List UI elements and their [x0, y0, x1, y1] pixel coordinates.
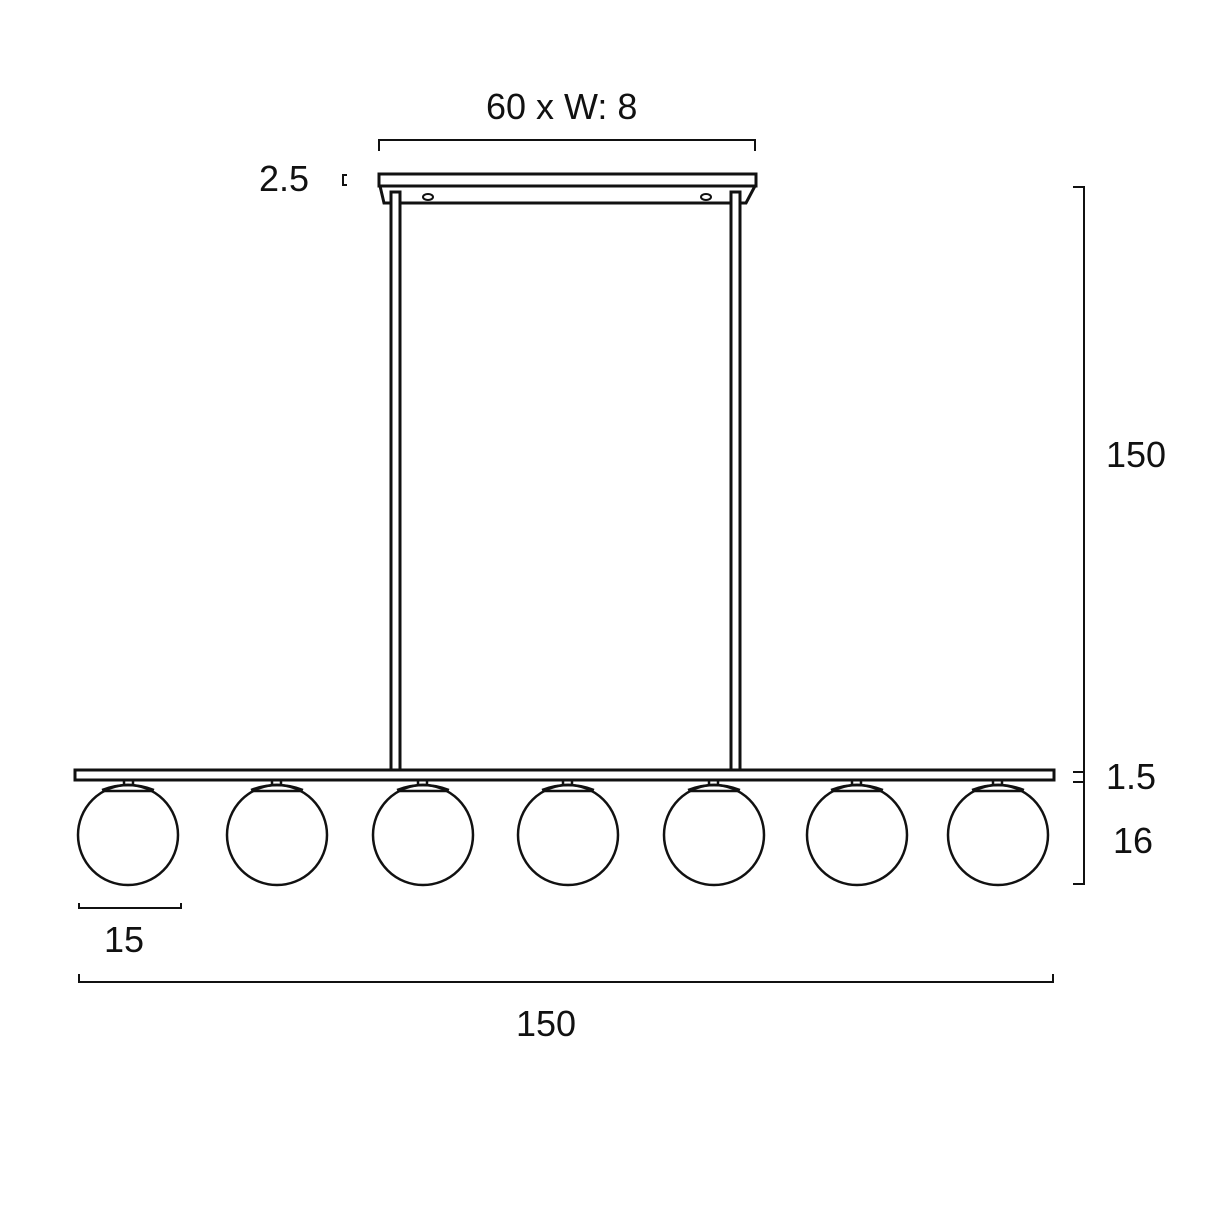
- globe-4: [516, 778, 620, 887]
- suspension-rods: [389, 190, 742, 772]
- canopy-screw-left: [422, 193, 434, 201]
- globe-lights: [76, 778, 1050, 887]
- globe-6: [805, 778, 909, 887]
- drop-height-label: 150: [1106, 434, 1167, 475]
- canopy-height-dimension-bracket: [342, 174, 347, 186]
- canopy-length-label: 60 x W: 8: [486, 86, 638, 127]
- canopy-width-dimension-line: [378, 139, 756, 151]
- canopy-screw-right: [700, 193, 712, 201]
- globe-7: [946, 778, 1050, 887]
- horizontal-bar: [73, 768, 1056, 782]
- ceiling-canopy: [377, 172, 758, 205]
- suspension-rod-left: [389, 190, 402, 772]
- bar-thickness-label: 1.5: [1106, 756, 1157, 797]
- overall-length-dimension-line: [78, 974, 1054, 983]
- globe-height-label: 16: [1113, 820, 1154, 861]
- globe-1: [76, 778, 180, 887]
- overall-length-label: 150: [516, 1003, 577, 1044]
- globe-2: [225, 778, 329, 887]
- globe-3: [371, 778, 475, 887]
- drop-height-dimension-line: [1073, 186, 1085, 885]
- suspension-rod-right: [729, 190, 742, 772]
- globe-diameter-label: 15: [104, 919, 145, 960]
- globe-diameter-dimension-line: [78, 903, 182, 909]
- canopy-height-label: 2.5: [259, 158, 310, 199]
- globe-5: [662, 778, 766, 887]
